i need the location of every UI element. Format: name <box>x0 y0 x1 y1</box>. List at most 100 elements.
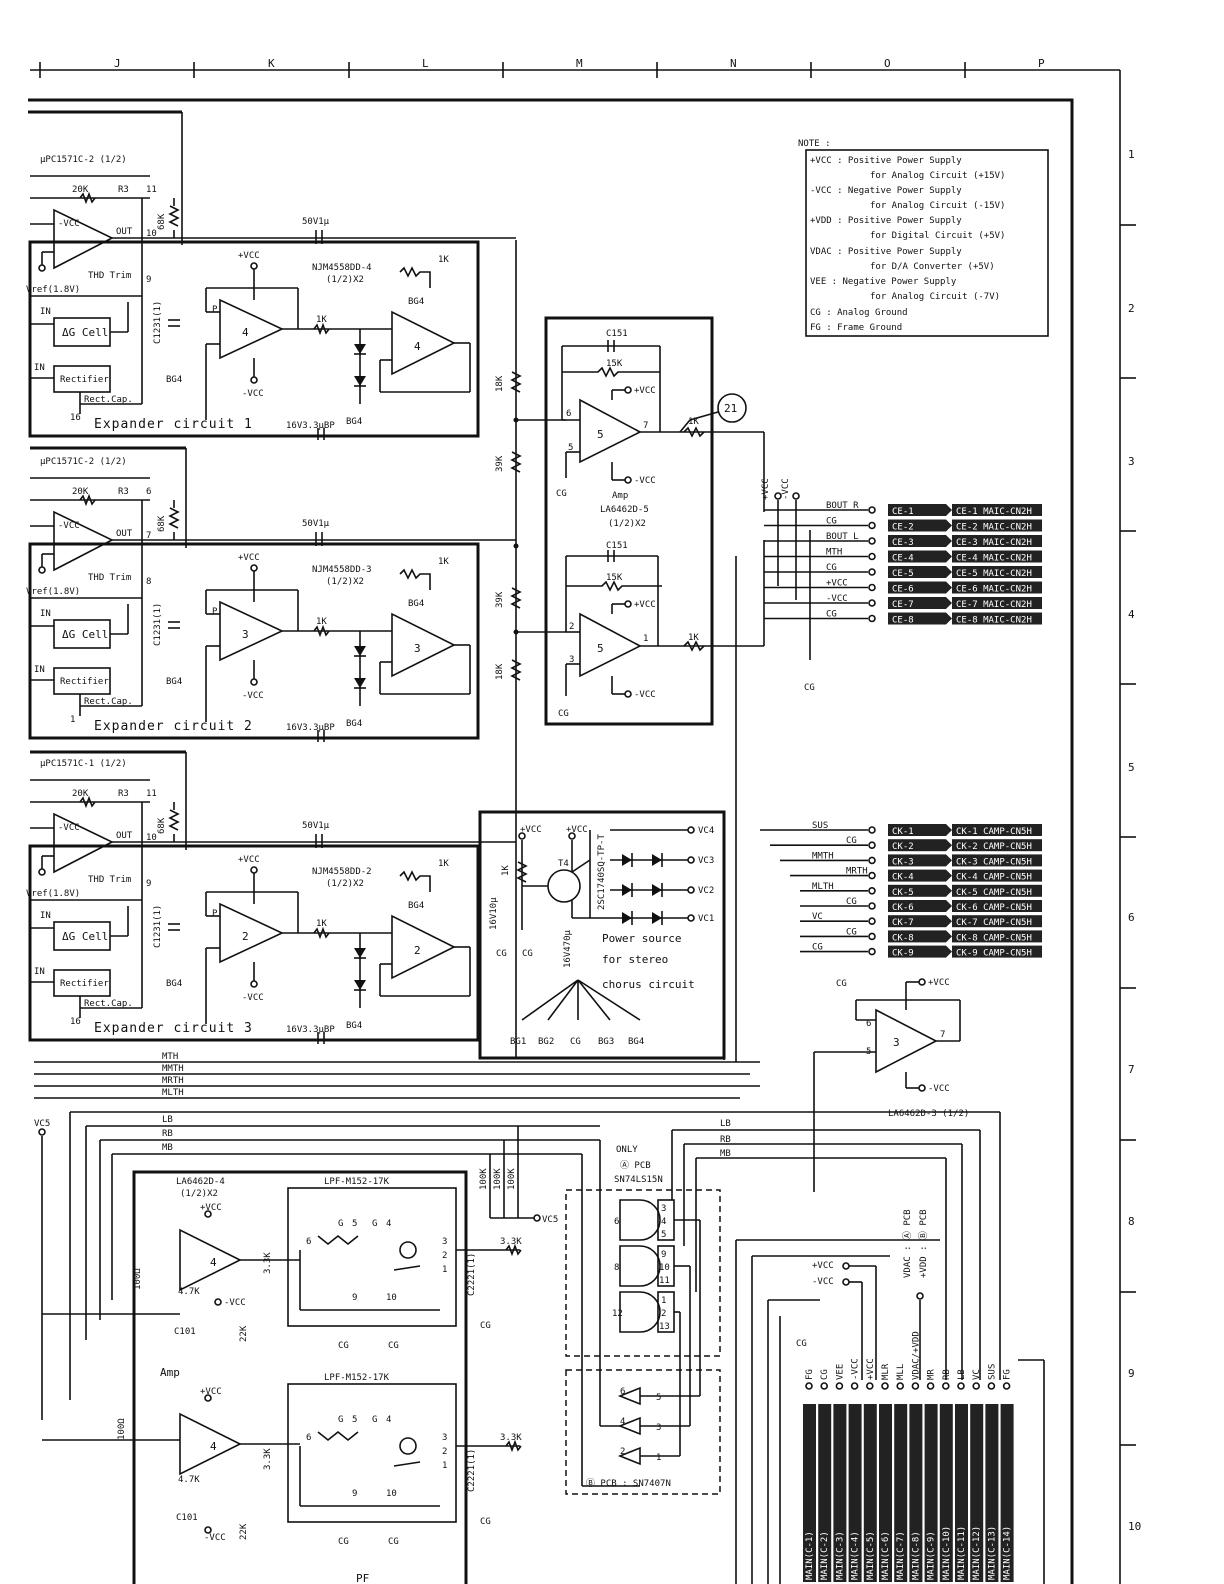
svg-text:1: 1 <box>70 715 75 725</box>
svg-text:BG2: BG2 <box>538 1037 554 1047</box>
svg-text:-VCC: -VCC <box>204 1533 226 1543</box>
svg-text:LA6462D-4: LA6462D-4 <box>176 1177 225 1187</box>
svg-text:Rect.Cap.: Rect.Cap. <box>84 395 133 405</box>
svg-text:MLR: MLR <box>881 1363 891 1380</box>
svg-text:CE-5: CE-5 <box>892 569 914 579</box>
svg-text:MTH: MTH <box>826 548 842 558</box>
row-label: 4 <box>1128 608 1135 621</box>
svg-text:+VCC: +VCC <box>238 553 260 563</box>
svg-text:20K: 20K <box>72 487 89 497</box>
svg-text:1K: 1K <box>438 557 449 567</box>
svg-text:CG: CG <box>796 1339 807 1349</box>
svg-text:LPF-M152-17K: LPF-M152-17K <box>324 1373 390 1383</box>
svg-text:15K: 15K <box>606 359 623 369</box>
svg-text:CK-1 CAMP-CN5H: CK-1 CAMP-CN5H <box>956 827 1032 837</box>
svg-text:µPC1571C-1 (1/2): µPC1571C-1 (1/2) <box>40 759 127 769</box>
svg-text:68K: 68K <box>157 515 167 532</box>
svg-text:4.7K: 4.7K <box>178 1475 200 1485</box>
svg-text:3: 3 <box>242 628 249 641</box>
svg-text:4: 4 <box>210 1440 217 1453</box>
svg-text:2: 2 <box>414 944 421 957</box>
svg-text:VC4: VC4 <box>698 826 714 836</box>
svg-text:RB: RB <box>720 1135 731 1145</box>
svg-text:11: 11 <box>146 789 157 799</box>
svg-text:-VCC: -VCC <box>242 389 264 399</box>
col-label: P <box>1038 57 1045 70</box>
signal-bus: MTH MMTH MRTH MLTH LB RB MB LB RB MB <box>34 556 1000 1400</box>
svg-text:16: 16 <box>70 413 81 423</box>
svg-text:R3: R3 <box>118 487 129 497</box>
svg-text:4: 4 <box>414 340 421 353</box>
svg-text:VC: VC <box>972 1369 982 1380</box>
svg-text:BOUT R: BOUT R <box>826 501 859 511</box>
svg-text:BG4: BG4 <box>166 979 182 989</box>
row-ruler: 1 2 3 4 5 6 7 8 9 10 <box>1119 70 1141 1584</box>
svg-text:RB: RB <box>162 1129 173 1139</box>
svg-text:8: 8 <box>614 1263 619 1273</box>
board-frame <box>28 98 1074 1584</box>
svg-text:MB: MB <box>720 1149 731 1159</box>
svg-text:100Ω: 100Ω <box>133 1268 143 1290</box>
svg-text:11: 11 <box>146 185 157 195</box>
svg-text:+VCC: +VCC <box>928 978 950 988</box>
col-label: N <box>730 57 737 70</box>
svg-text:20K: 20K <box>72 789 89 799</box>
svg-text:CE-1 MAIC-CN2H: CE-1 MAIC-CN2H <box>956 507 1032 517</box>
svg-text:CG: CG <box>846 927 857 937</box>
svg-text:R3: R3 <box>118 789 129 799</box>
svg-text:+VCC: +VCC <box>566 825 588 835</box>
row-label: 1 <box>1128 148 1135 161</box>
svg-text:6: 6 <box>306 1433 311 1443</box>
svg-text:CG: CG <box>826 610 837 620</box>
svg-text:C1231(1): C1231(1) <box>153 603 163 646</box>
svg-text:+VCC: +VCC <box>812 1261 834 1271</box>
svg-text:SUS: SUS <box>987 1364 997 1380</box>
buffer-opamp: 3 6 5 7 +VCC -VCC LA6462D-3 (1/2) CG <box>813 978 969 1192</box>
svg-text:(1/2)X2: (1/2)X2 <box>326 577 364 587</box>
svg-text:CK-5 CAMP-CN5H: CK-5 CAMP-CN5H <box>956 888 1032 898</box>
svg-text:CG: CG <box>480 1321 491 1331</box>
svg-text:IN: IN <box>34 363 45 373</box>
svg-text:22K: 22K <box>239 1325 249 1342</box>
svg-text:1: 1 <box>661 1296 666 1306</box>
svg-text:7: 7 <box>940 1030 945 1040</box>
svg-text:CG: CG <box>338 1341 349 1351</box>
svg-text:3.3K: 3.3K <box>500 1433 522 1443</box>
svg-text:1: 1 <box>643 634 648 644</box>
svg-text:+VCC: +VCC <box>761 478 771 500</box>
svg-text:R3: R3 <box>118 185 129 195</box>
svg-text:VEE: VEE <box>835 1364 845 1380</box>
svg-text:MMTH: MMTH <box>812 851 834 861</box>
vc5-left: VC5 <box>34 1119 50 1420</box>
svg-text:-VCC : Negative Power Supply: -VCC : Negative Power Supply <box>810 186 962 196</box>
svg-text:CK-6: CK-6 <box>892 903 914 913</box>
svg-text:2: 2 <box>442 1251 447 1261</box>
svg-text:for Digital Circuit (+5V): for Digital Circuit (+5V) <box>870 231 1005 241</box>
svg-text:Ⓐ PCB: Ⓐ PCB <box>620 1160 651 1171</box>
svg-text:CK-3 CAMP-CN5H: CK-3 CAMP-CN5H <box>956 857 1032 867</box>
amp-block: C151 15K 5 6 5 CG +VCC -VCC Amp LA6462D-… <box>544 316 765 726</box>
col-label: M <box>576 57 583 70</box>
svg-text:5: 5 <box>656 1393 661 1403</box>
svg-text:T4: T4 <box>558 859 569 869</box>
svg-text:4.7K: 4.7K <box>178 1287 200 1297</box>
svg-text:MAIN(C-3): MAIN(C-3) <box>835 1531 845 1580</box>
svg-text:SUS: SUS <box>812 821 828 831</box>
svg-text:3: 3 <box>569 655 574 665</box>
svg-text:OUT: OUT <box>116 529 133 539</box>
row-label: 5 <box>1128 761 1135 774</box>
svg-text:MAIN(C-6): MAIN(C-6) <box>881 1531 891 1580</box>
svg-text:for stereo: for stereo <box>602 953 668 966</box>
svg-text:3.3K: 3.3K <box>500 1237 522 1247</box>
svg-text:BG4: BG4 <box>408 599 424 609</box>
svg-text:CG: CG <box>388 1537 399 1547</box>
svg-text:2: 2 <box>569 622 574 632</box>
